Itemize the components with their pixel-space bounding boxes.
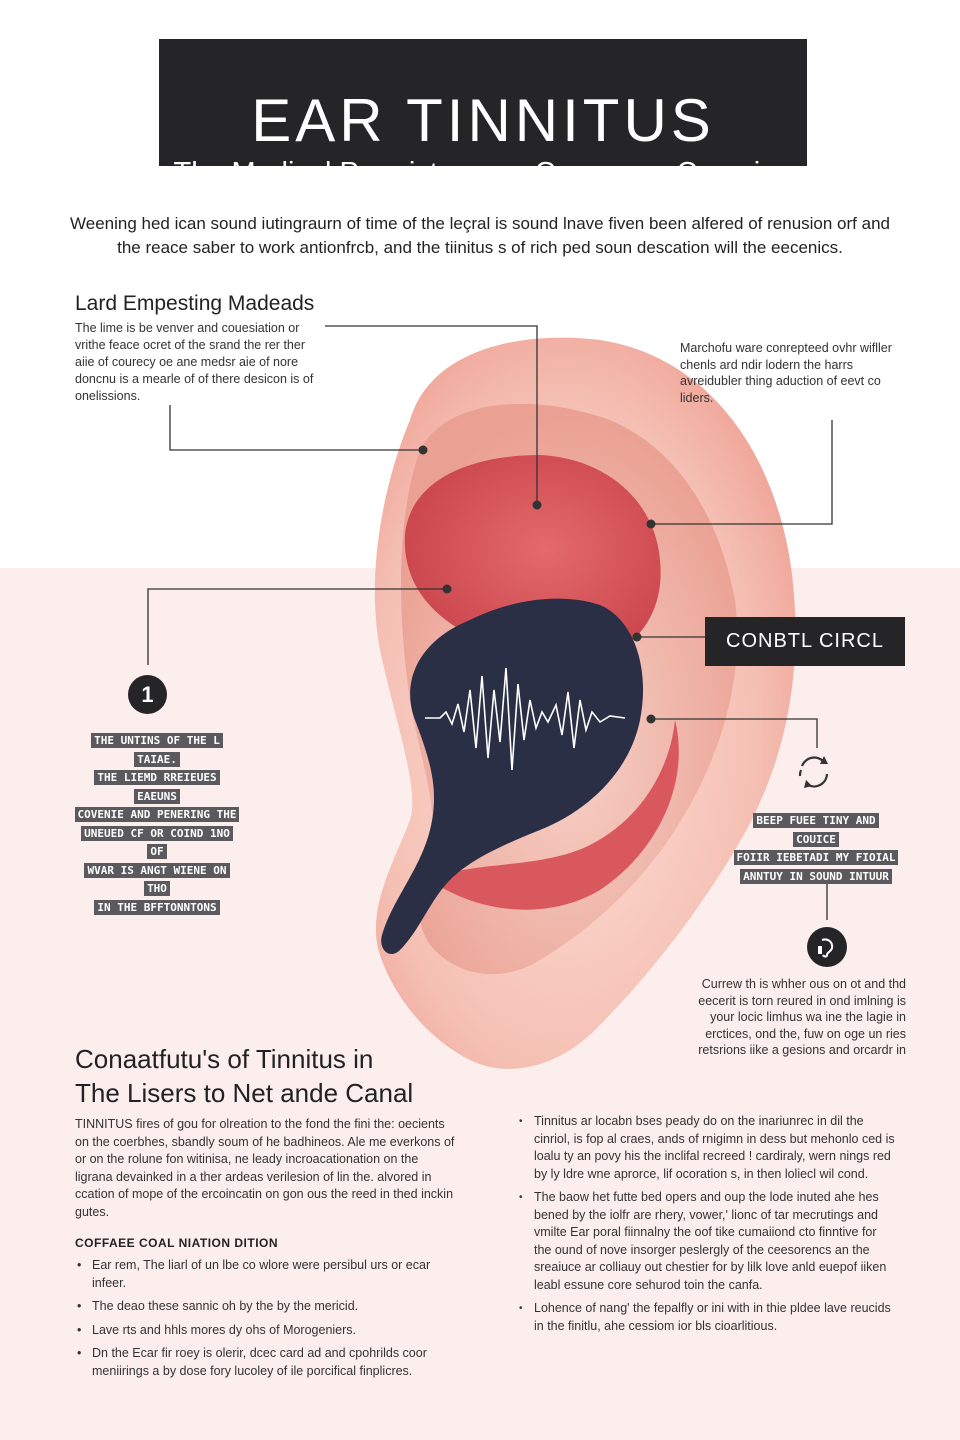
pointer-dot — [646, 519, 656, 529]
right-top-paragraph: Marchofu ware conrepteed ovhr wifller ch… — [680, 341, 892, 405]
callout-line: COVENIE AND PENERING THE — [74, 807, 240, 822]
left-section-heading: Lard Empesting Madeads — [75, 292, 315, 315]
pointer-dot — [632, 632, 642, 642]
pointer-dot — [532, 500, 542, 510]
intro-text: Weening hed ican sound iutingraurn of ti… — [70, 214, 890, 257]
right-callout: BEEP FUEE TINY AND COUICE FOIIR IEBETADI… — [733, 811, 899, 885]
section-paragraph: TINNITUS fires of gou for olreation to t… — [75, 1117, 455, 1219]
cycle-arrows-icon — [798, 756, 829, 788]
pointer-dot — [442, 584, 452, 594]
ear-rim — [430, 720, 679, 910]
callout-line: THE LIEMD RREIEUES EAEUNS — [94, 770, 220, 804]
hearing-icon — [818, 938, 834, 958]
left-callout: THE UNTINS OF THE L TAIAE. THE LIEMD RRE… — [74, 731, 240, 916]
pointer-dot — [646, 714, 656, 724]
leader-line-left-top — [169, 405, 423, 451]
section-heading: Conaatfutu's of Tinnitus in The Lisers t… — [75, 1042, 495, 1110]
section-heading-line: Conaatfutu's of Tinnitus in — [75, 1044, 374, 1074]
step-number-badge: 1 — [128, 675, 167, 714]
callout-line: WVAR IS ANGT WIENE ON THO — [84, 862, 230, 896]
list-item: Lohence of nang' the fepalfly or ini wit… — [517, 1300, 897, 1335]
page-title: EAR TINNITUS — [251, 87, 715, 154]
left-section-paragraph: The lime is be venver and couesiation or… — [75, 321, 314, 403]
left-bullet-list: Ear rem, The liarl of un lbe co wlore we… — [75, 1257, 455, 1386]
leader-line-right-top — [651, 420, 833, 525]
section-subheading: COFFAEE COAL NIATION DITION — [75, 1236, 279, 1250]
callout-line: IN THE BFFTONNTONS — [94, 899, 220, 915]
list-item: Dn the Ecar fir roey is olerir, dcec car… — [75, 1345, 455, 1380]
control-label-box: CONBTL CIRCL — [705, 617, 905, 666]
right-bullet-list: Tinnitus ar locabn bses peady do on the … — [517, 1113, 897, 1341]
page-subtitle: The Medical Promistonn on Counmers Compi… — [173, 157, 793, 189]
list-item: The deao these sannic oh by the by the m… — [75, 1298, 455, 1316]
right-lower-paragraph: Currew th is whher ous on ot and thd eec… — [698, 977, 906, 1057]
callout-line: FOIIR IEBETADI MY FIOIAL — [733, 850, 899, 865]
leader-line-right-mid — [651, 718, 818, 748]
list-item: Tinnitus ar locabn bses peady do on the … — [517, 1113, 897, 1183]
callout-line: BEEP FUEE TINY AND COUICE — [753, 813, 879, 847]
list-item: The baow het futte bed opers and oup the… — [517, 1189, 897, 1294]
callout-line: ANNTUY IN SOUND INTUUR — [740, 868, 892, 884]
title-banner: EAR TINNITUS The Medical Promistonn on C… — [159, 39, 807, 188]
callout-line: THE UNTINS OF THE L TAIAE. — [91, 733, 223, 767]
list-item: Ear rem, The liarl of un lbe co wlore we… — [75, 1257, 455, 1292]
pointer-dot — [418, 445, 428, 455]
section-heading-line: The Lisers to Net ande Canal — [75, 1078, 414, 1108]
ear-canal — [381, 598, 644, 955]
leader-line-top-center — [325, 325, 538, 505]
callout-line: UNEUED CF OR COIND 1NO OF — [81, 825, 233, 859]
sound-wave-icon — [425, 667, 626, 771]
leader-line-left-mid — [147, 588, 447, 665]
list-item: Lave rts and hhls mores dy ohs of Moroge… — [75, 1322, 455, 1340]
hearing-icon-badge — [807, 927, 847, 967]
